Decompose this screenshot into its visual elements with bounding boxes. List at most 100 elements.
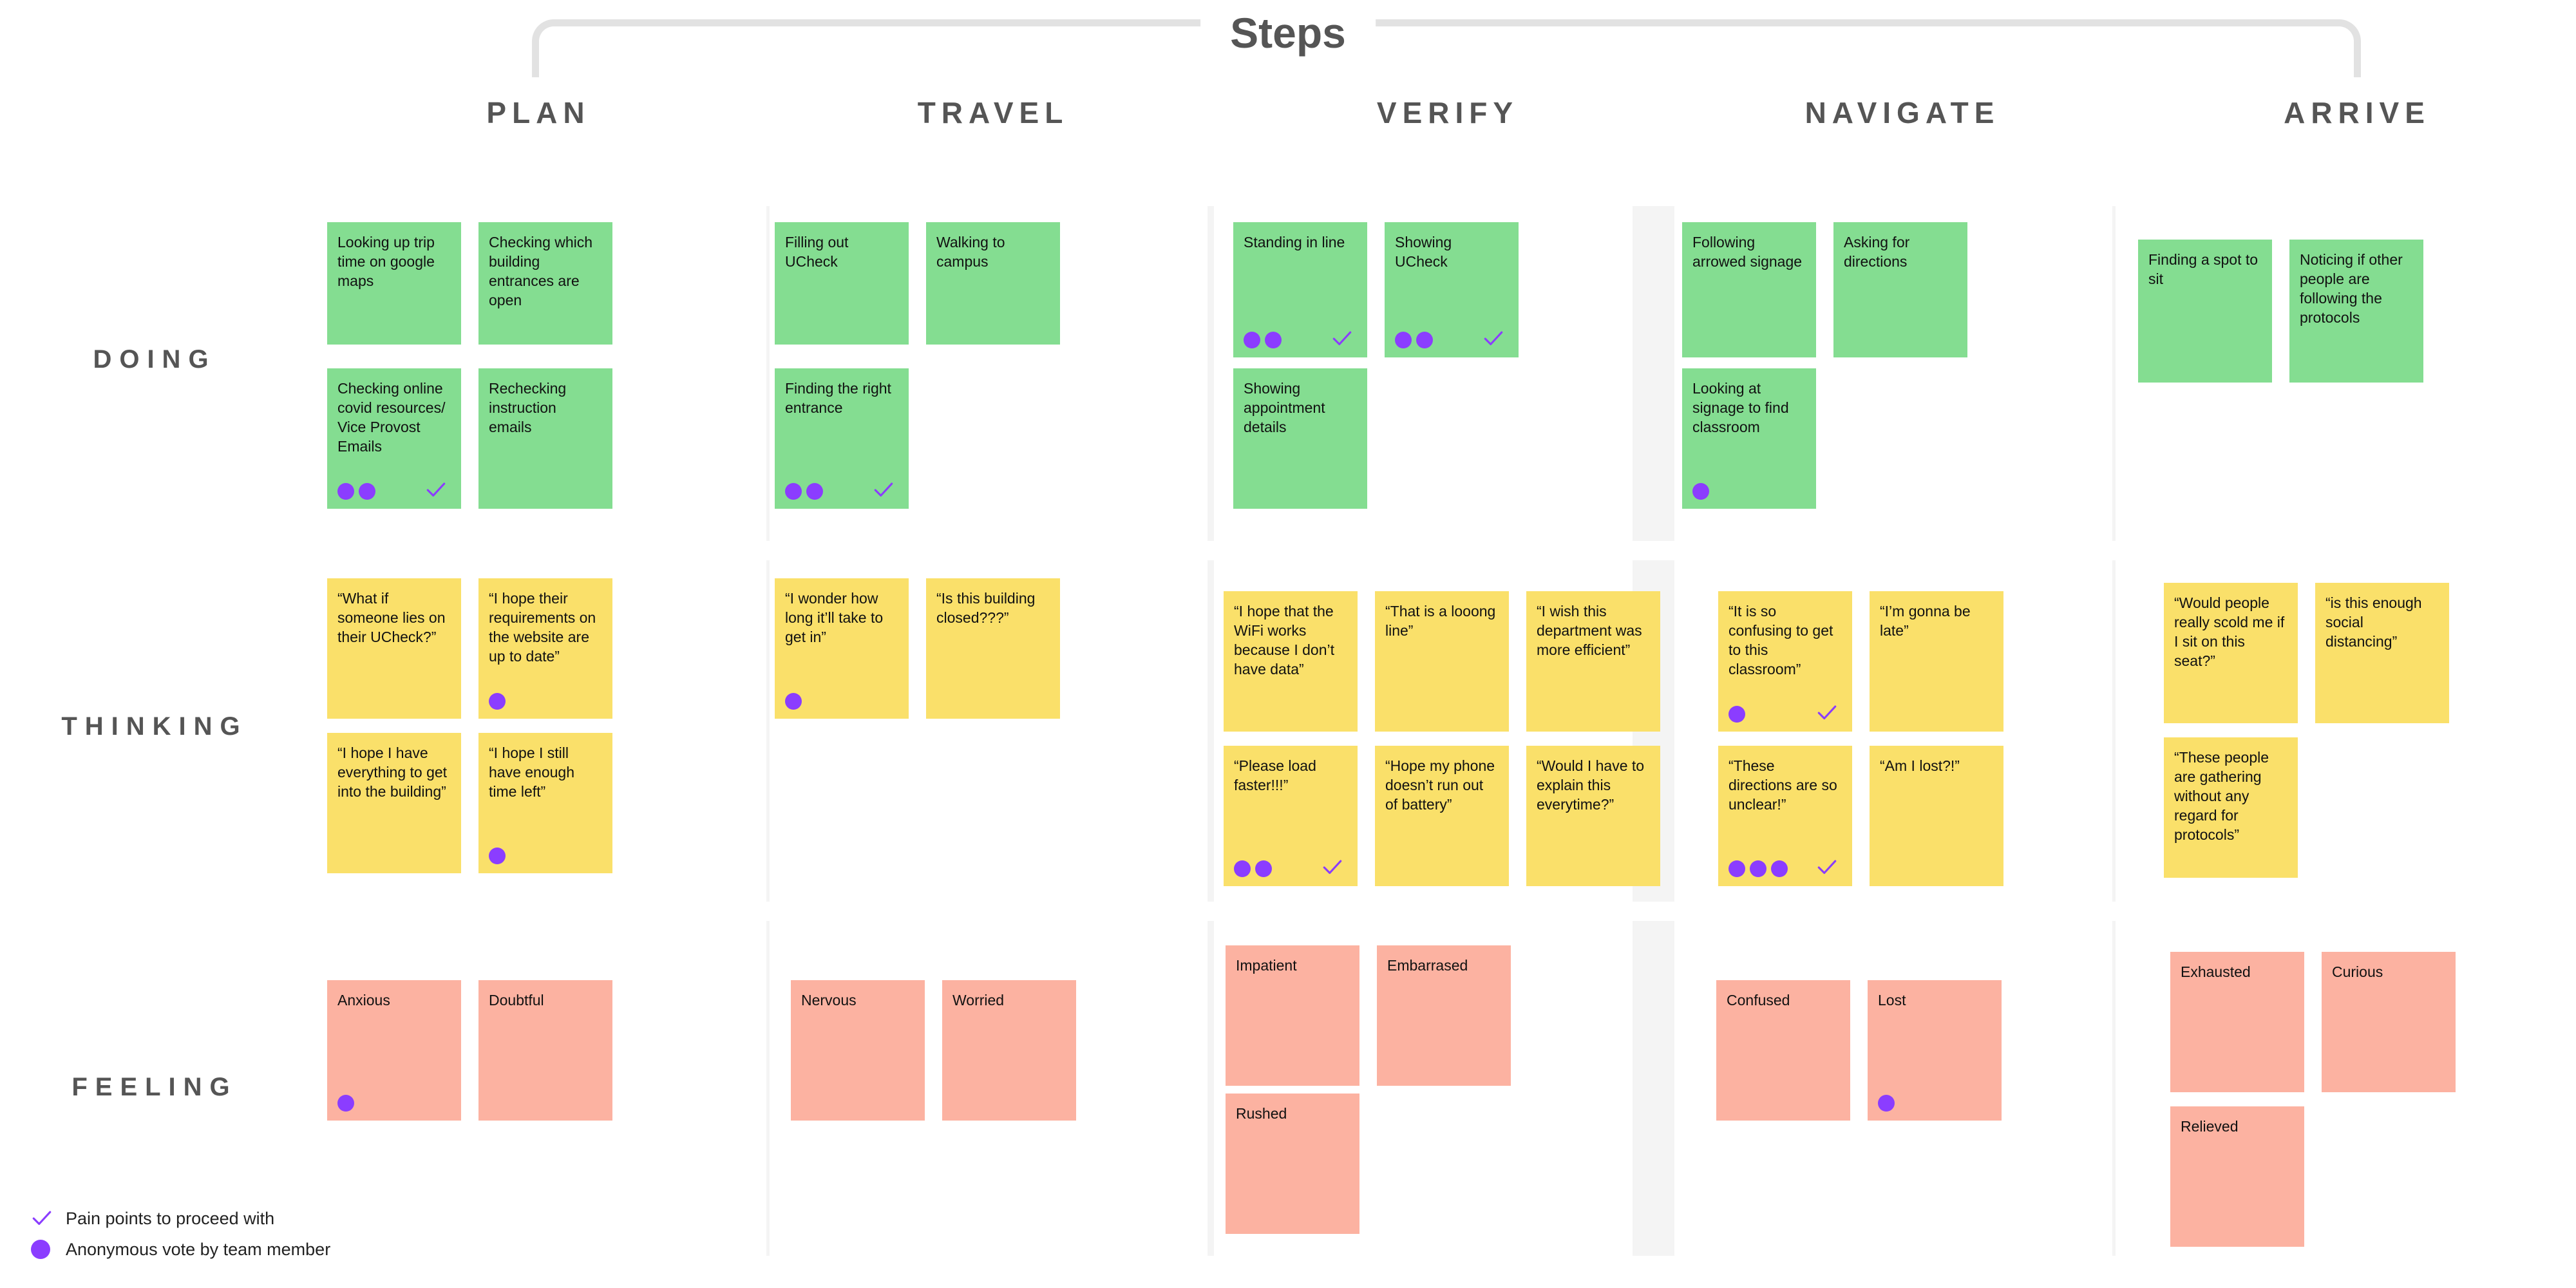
sticky-note-text: Asking for directions [1844, 234, 1910, 270]
sticky-note[interactable]: “I hope their requirements on the websit… [478, 578, 612, 719]
sticky-note-text: Showing UCheck [1395, 234, 1452, 270]
sticky-note[interactable]: Finding the right entrance [775, 368, 909, 509]
vote-group [489, 693, 506, 710]
vote-dot-icon[interactable] [1771, 860, 1788, 877]
vote-dot-icon[interactable] [1395, 332, 1412, 348]
vote-dot-icon[interactable] [489, 693, 506, 710]
sticky-note-text: “What if someone lies on their UCheck?” [337, 590, 446, 645]
sticky-note[interactable]: Showing appointment details [1233, 368, 1367, 509]
sticky-note-text: “I hope their requirements on the websit… [489, 590, 596, 665]
sticky-note-text: Relieved [2181, 1118, 2239, 1135]
sticky-note[interactable]: Relieved [2170, 1106, 2304, 1247]
column-header-arrive: ARRIVE [2284, 96, 2430, 129]
legend-item: Anonymous vote by team member [31, 1234, 366, 1265]
sticky-note-text: Rechecking instruction emails [489, 380, 567, 435]
sticky-note[interactable]: “Would I have to explain this everytime?… [1526, 746, 1660, 886]
vote-dot-icon[interactable] [1728, 860, 1745, 877]
sticky-note[interactable]: Exhausted [2170, 952, 2304, 1092]
sticky-note[interactable]: “I hope I still have enough time left” [478, 733, 612, 873]
sticky-note[interactable]: Checking which building entrances are op… [478, 222, 612, 345]
sticky-note[interactable]: Checking online covid resources/ Vice Pr… [327, 368, 461, 509]
vote-dot-icon[interactable] [337, 483, 354, 500]
sticky-note[interactable]: Nervous [791, 980, 925, 1121]
vote-dot-icon[interactable] [359, 483, 375, 500]
page-title: Steps [1200, 8, 1376, 58]
sticky-note[interactable]: Looking at signage to find classroom [1682, 368, 1816, 509]
check-icon [1816, 702, 1838, 724]
sticky-note[interactable]: “That is a looong line” [1375, 591, 1509, 732]
sticky-note[interactable]: Asking for directions [1833, 222, 1967, 357]
sticky-note-text: Filling out UCheck [785, 234, 849, 270]
sticky-note-text: “is this enough social distancing” [2325, 594, 2422, 650]
sticky-note[interactable]: “I hope that the WiFi works because I do… [1224, 591, 1358, 732]
sticky-note[interactable]: “I’m gonna be late” [1870, 591, 2003, 732]
vote-dot-icon[interactable] [1255, 860, 1272, 877]
vote-dot-icon[interactable] [785, 693, 802, 710]
sticky-note[interactable]: Walking to campus [926, 222, 1060, 345]
vote-dot-icon[interactable] [785, 483, 802, 500]
sticky-note-text: “I hope I have everything to get into th… [337, 744, 448, 800]
sticky-note-text: Looking at signage to find classroom [1692, 380, 1789, 435]
vote-group [337, 483, 375, 500]
sticky-note-text: Standing in line [1244, 234, 1345, 251]
sticky-note[interactable]: Following arrowed signage [1682, 222, 1816, 357]
sticky-note-text: Anxious [337, 992, 390, 1009]
sticky-note[interactable]: Showing UCheck [1385, 222, 1519, 357]
vote-dot-icon[interactable] [1265, 332, 1282, 348]
sticky-note[interactable]: “What if someone lies on their UCheck?” [327, 578, 461, 719]
row-label-thinking: THINKING [61, 712, 248, 741]
sticky-note[interactable]: “Hope my phone doesn’t run out of batter… [1375, 746, 1509, 886]
legend-label: Anonymous vote by team member [66, 1240, 331, 1259]
vote-dot-icon[interactable] [337, 1095, 354, 1112]
vote-dot-icon[interactable] [1692, 483, 1709, 500]
vote-dot-icon[interactable] [1728, 706, 1745, 723]
sticky-note-text: Rushed [1236, 1105, 1287, 1122]
vote-dot-icon[interactable] [1244, 332, 1260, 348]
sticky-note-text: Following arrowed signage [1692, 234, 1803, 270]
sticky-note[interactable]: “These directions are so unclear!” [1718, 746, 1852, 886]
sticky-note[interactable]: “is this enough social distancing” [2315, 583, 2449, 723]
vote-dot-icon[interactable] [1750, 860, 1766, 877]
sticky-note[interactable]: “It is so confusing to get to this class… [1718, 591, 1852, 732]
sticky-note[interactable]: “Am I lost?!” [1870, 746, 2003, 886]
sticky-note[interactable]: Standing in line [1233, 222, 1367, 357]
sticky-note[interactable]: Confused [1716, 980, 1850, 1121]
sticky-note[interactable]: Doubtful [478, 980, 612, 1121]
sticky-note[interactable]: “Please load faster!!!” [1224, 746, 1358, 886]
vote-dot-icon[interactable] [489, 848, 506, 864]
sticky-note-text: “I wish this department was more efficie… [1537, 603, 1642, 658]
vote-dot-icon[interactable] [1234, 860, 1251, 877]
sticky-note[interactable]: Curious [2322, 952, 2456, 1092]
check-icon [1321, 857, 1343, 878]
sticky-note[interactable]: Rushed [1226, 1094, 1359, 1234]
sticky-note-text: “Would I have to explain this everytime?… [1537, 757, 1645, 813]
sticky-note[interactable]: “I wonder how long it’ll take to get in” [775, 578, 909, 719]
sticky-note[interactable]: Lost [1868, 980, 2002, 1121]
sticky-note[interactable]: “These people are gathering without any … [2164, 737, 2298, 878]
vote-group [1395, 332, 1433, 348]
sticky-note[interactable]: “I wish this department was more efficie… [1526, 591, 1660, 732]
sticky-note[interactable]: “Would people really scold me if I sit o… [2164, 583, 2298, 723]
sticky-note[interactable]: Filling out UCheck [775, 222, 909, 345]
sticky-note-text: “Would people really scold me if I sit o… [2174, 594, 2285, 669]
sticky-note[interactable]: “I hope I have everything to get into th… [327, 733, 461, 873]
sticky-note[interactable]: Finding a spot to sit [2138, 240, 2272, 383]
sticky-note[interactable]: Noticing if other people are following t… [2289, 240, 2423, 383]
sticky-note-text: Finding a spot to sit [2148, 251, 2259, 287]
sticky-note-text: Confused [1727, 992, 1790, 1009]
sticky-note[interactable]: Impatient [1226, 945, 1359, 1086]
sticky-note[interactable]: Worried [942, 980, 1076, 1121]
sticky-note[interactable]: “Is this building closed???” [926, 578, 1060, 719]
vote-dot-icon[interactable] [806, 483, 823, 500]
sticky-note-text: “It is so confusing to get to this class… [1728, 603, 1833, 677]
sticky-note-text: Doubtful [489, 992, 544, 1009]
sticky-note[interactable]: Rechecking instruction emails [478, 368, 612, 509]
vote-dot-icon[interactable] [1878, 1095, 1895, 1112]
sticky-note[interactable]: Anxious [327, 980, 461, 1121]
vote-dot-icon[interactable] [1416, 332, 1433, 348]
vote-group [1692, 483, 1709, 500]
sticky-note[interactable]: Looking up trip time on google maps [327, 222, 461, 345]
vote-group [337, 1095, 354, 1112]
sticky-note[interactable]: Embarrased [1377, 945, 1511, 1086]
